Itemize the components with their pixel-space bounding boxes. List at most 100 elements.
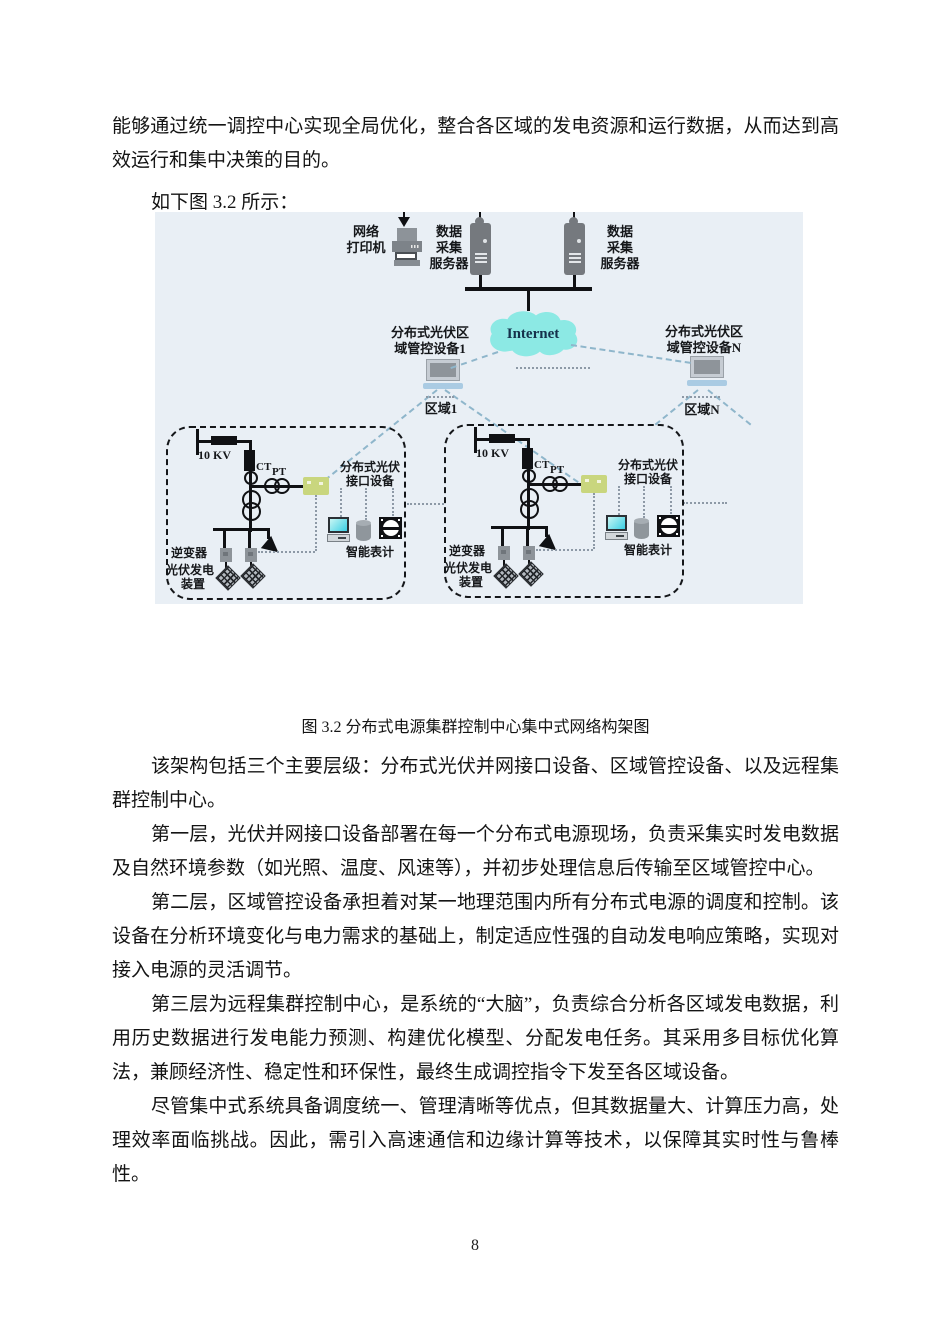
bus-to-cloud-line [527, 291, 530, 311]
printer-label: 网络 打印机 [346, 224, 386, 255]
ct-label: CT [256, 461, 272, 473]
arrow-stem [267, 528, 270, 539]
monitor-screen-inner [694, 360, 720, 374]
pv-panel-icon [518, 561, 544, 587]
printer-base [394, 260, 420, 266]
smart-meter-label: 智能表计 [345, 545, 394, 559]
meter-dotted-link [618, 486, 620, 515]
database-cylinder-icon [634, 518, 649, 539]
lv-bus-line [491, 526, 548, 529]
pv-label-line2: 装置 [459, 575, 484, 589]
figure-reference-line: 如下图 3.2 所示： [151, 192, 299, 213]
backbone-bus-line [465, 287, 592, 291]
meter-corner-dots [381, 519, 383, 521]
ct-symbol [244, 471, 258, 485]
pv-site-box-2: 10 KV CT PT 逆变器 光伏发电 装置 分布式光伏 接口设备 智能表 [444, 424, 684, 598]
inverter-icon [523, 546, 535, 560]
transformer-symbol [520, 500, 539, 519]
printer-feed-line [403, 212, 405, 218]
monitor-screen [690, 356, 724, 378]
inverter-icon [498, 546, 510, 560]
breaker-block [244, 450, 255, 471]
inverter-riser [501, 526, 504, 547]
meter-corner-dots [659, 517, 661, 519]
ct-label: CT [534, 459, 550, 471]
inverter-icon [245, 548, 257, 562]
main-vertical-line [249, 440, 252, 532]
fuse-block [489, 434, 515, 443]
paragraph: 第三层为远程集群控制中心，是系统的“大脑”，负责综合分析各区域发电数据，利用历史… [112, 994, 839, 1083]
kv-label: 10 KV [476, 446, 509, 460]
smart-meter-label: 智能表计 [623, 543, 672, 557]
device-dotted-link [593, 493, 595, 549]
pt-symbol [274, 478, 290, 494]
paragraph: 尽管集中式系统具备调度统一、管理清晰等优点，但其数据量大、计算压力高，处理效率面… [112, 1096, 839, 1185]
device-dotted-link [315, 495, 317, 551]
pv-interface-device-icon [303, 477, 329, 495]
inverter-riser [526, 526, 529, 547]
between-units-ellipsis-line [407, 503, 444, 505]
pv-site-box-1: 10 KV CT PT 逆变器 光伏发电 装置 分布式光伏 接口设备 智能表 [166, 426, 406, 600]
computer-screen [328, 517, 349, 533]
device-dotted-link [258, 551, 315, 553]
interface-device-label: 分布式光伏 接口设备 [339, 460, 400, 488]
region1-ellipsis-line [426, 396, 454, 398]
main-vertical-line [527, 438, 530, 530]
network-architecture-figure: 网络 打印机 数据 采集 服务器 数据 采集 服务器 Internet 分布式光… [155, 212, 803, 604]
server2-uplink-line [573, 212, 575, 218]
inverter-riser [223, 528, 226, 549]
server2-drop-line [573, 275, 576, 287]
breaker-block [522, 448, 533, 469]
internet-cloud: Internet [484, 309, 582, 359]
pv-label-line2: 装置 [181, 577, 206, 591]
monitor-screen [426, 359, 460, 381]
pv-label-line1: 光伏发电 [166, 563, 215, 577]
printer-body [392, 241, 422, 252]
controllerN-label: 分布式光伏区 域管控设备N [664, 324, 743, 355]
inverter-label: 逆变器 [449, 544, 486, 558]
cloud-icon [490, 311, 578, 357]
regionN-ellipsis-line [682, 396, 720, 398]
controller1-label: 分布式光伏区 域管控设备1 [390, 325, 469, 356]
interface-device-label: 分布式光伏 接口设备 [617, 458, 678, 486]
body-paragraphs: 该架构包括三个主要层级：分布式光伏并网接口设备、区域管控设备、以及远程集群控制中… [0, 750, 950, 1192]
database-cylinder-icon [356, 520, 371, 541]
network-printer-icon [392, 228, 422, 271]
region1-label: 区域1 [424, 401, 458, 416]
fuse-block [211, 436, 237, 445]
meter-dotted-link [340, 488, 342, 517]
computer-screen [606, 515, 627, 531]
smart-meter-icon [657, 515, 680, 537]
pt-label: PT [272, 466, 287, 478]
server1-drop-line [479, 275, 482, 287]
inverter-label: 逆变器 [171, 546, 208, 560]
inverter-riser [248, 528, 251, 549]
meter-dotted-link [643, 486, 645, 518]
paragraph: 第一层，光伏并网接口设备部署在每一个分布式电源现场，负责采集实时发电数据及自然环… [112, 824, 839, 879]
meter-dotted-link [392, 488, 394, 516]
monitor-screen-inner [430, 363, 456, 377]
server1-cap [475, 217, 484, 226]
inverter-icon [220, 548, 232, 562]
device-dotted-link [536, 549, 593, 551]
power-flow-arrow-icon [538, 533, 562, 557]
pv-interface-device-icon [581, 475, 607, 493]
controllers-ellipsis-line [516, 367, 590, 369]
meter-dotted-link [670, 486, 672, 514]
kv-label: 10 KV [198, 448, 231, 462]
paragraph: 第二层，区域管控设备承担着对某一地理范围内所有分布式电源的调度和控制。该设备在分… [112, 892, 839, 981]
arrow-stem [545, 526, 548, 537]
pv-label-line1: 光伏发电 [444, 561, 493, 575]
region-controllerN-monitor-icon [687, 356, 727, 388]
pt-symbol [552, 476, 568, 492]
lv-bus-line [213, 528, 270, 531]
internet-label: Internet [506, 325, 560, 342]
server2-cap [569, 217, 578, 226]
transformer-symbol [242, 502, 261, 521]
down-arrow-icon [398, 217, 410, 227]
computer-body [327, 534, 350, 542]
right-units-ellipsis-line [683, 502, 727, 504]
region-controller1-monitor-icon [423, 359, 463, 391]
monitor-keyboard [423, 383, 463, 389]
